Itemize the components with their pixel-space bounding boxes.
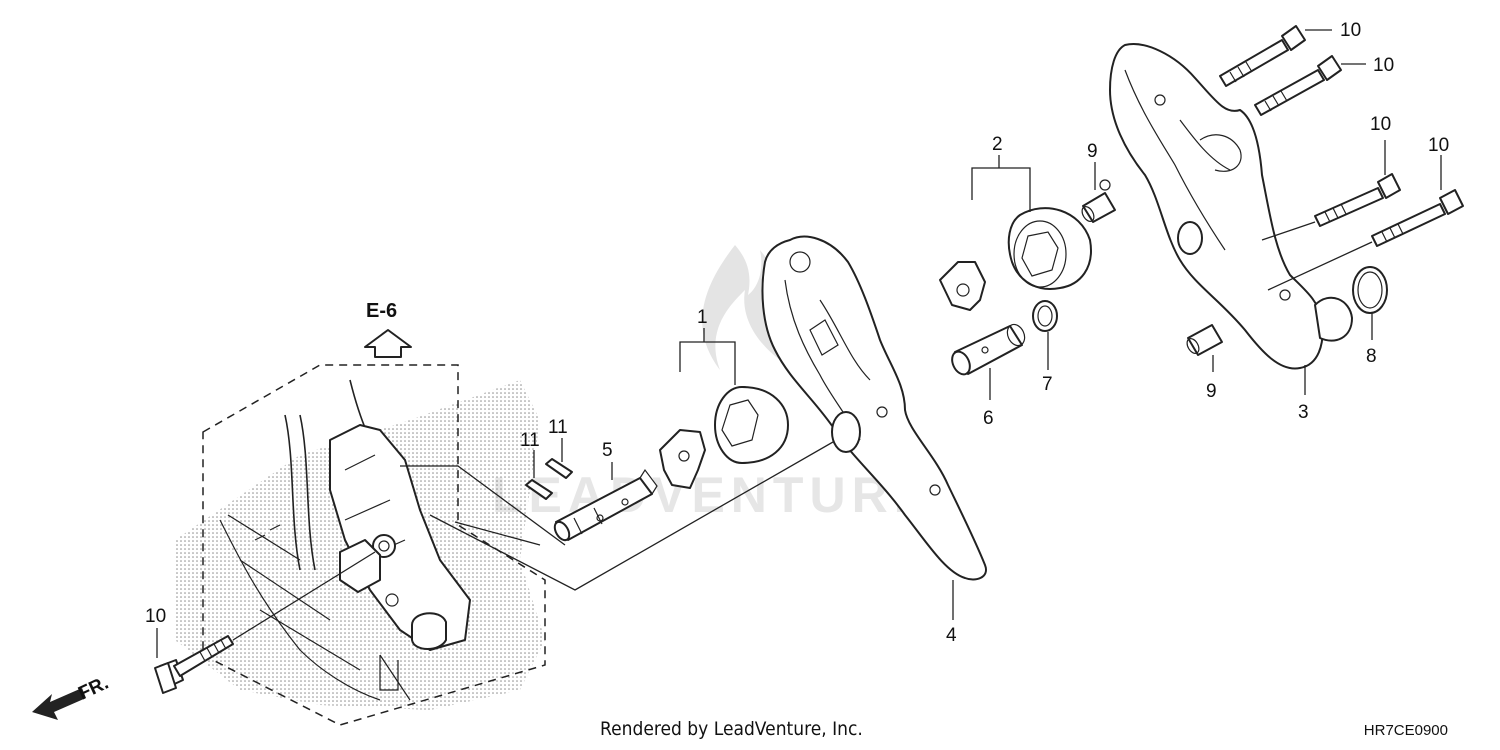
callout-10d[interactable]: 10 — [1428, 135, 1449, 156]
callout-10e[interactable]: 10 — [145, 606, 166, 627]
callout-7[interactable]: 7 — [1042, 374, 1053, 395]
callout-leaders — [533, 155, 1214, 480]
dowel-9-upper — [1081, 192, 1116, 223]
engine-case-region — [175, 364, 546, 726]
callout-11b[interactable]: 11 — [548, 417, 568, 438]
callout-labels: 1 2 3 4 5 6 7 8 9 9 10 10 10 10 10 11 11 — [145, 20, 1449, 658]
flange-bolt-10-b — [1254, 55, 1366, 116]
o-ring-8 — [1352, 266, 1388, 340]
callout-10c[interactable]: 10 — [1370, 114, 1391, 135]
inner-rotor-2 — [939, 261, 986, 311]
reference-label[interactable]: E-6 — [366, 300, 397, 322]
front-direction-indicator: FR. — [32, 673, 112, 720]
callout-5[interactable]: 5 — [602, 440, 613, 461]
up-arrow-icon — [364, 329, 412, 358]
callout-10a[interactable]: 10 — [1340, 20, 1361, 41]
front-arrow-icon — [32, 688, 86, 720]
flange-bolt-10-c — [1261, 140, 1401, 241]
pump-body-plate-4 — [761, 235, 987, 620]
callout-10b[interactable]: 10 — [1373, 55, 1394, 76]
outer-rotor-2 — [1007, 207, 1092, 290]
svg-text:LEADVENTURE: LEADVENTURE — [492, 467, 933, 523]
callout-1[interactable]: 1 — [697, 307, 708, 328]
dowel-pin-11-a — [525, 479, 553, 500]
diagram-code: HR7CE0900 — [1363, 722, 1448, 739]
inner-rotor-1 — [659, 429, 706, 489]
pump-shaft-5 — [553, 468, 658, 542]
flange-bolt-lower-left — [154, 551, 376, 694]
callout-9b[interactable]: 9 — [1206, 381, 1217, 402]
callout-3[interactable]: 3 — [1298, 402, 1309, 423]
flange-bolt-10-a — [1219, 25, 1332, 87]
render-credit: Rendered by LeadVenture, Inc. — [600, 718, 863, 740]
callout-9a[interactable]: 9 — [1087, 141, 1098, 162]
dowel-9-lower — [1186, 324, 1223, 356]
pump-cover-3 — [1099, 43, 1353, 395]
callout-4[interactable]: 4 — [946, 625, 957, 646]
flange-bolt-10-d — [1267, 155, 1464, 291]
assembly-lines — [400, 414, 881, 591]
callout-11a[interactable]: 11 — [520, 430, 540, 451]
callout-6[interactable]: 6 — [983, 408, 994, 429]
outer-rotor-1 — [714, 386, 789, 464]
dowel-pin-11-b — [545, 458, 573, 479]
callout-2[interactable]: 2 — [992, 134, 1003, 155]
reference-arrow[interactable]: E-6 — [364, 300, 412, 358]
callout-8[interactable]: 8 — [1366, 346, 1377, 367]
o-ring-7 — [1032, 300, 1058, 332]
joint-collar-6 — [951, 323, 1026, 376]
